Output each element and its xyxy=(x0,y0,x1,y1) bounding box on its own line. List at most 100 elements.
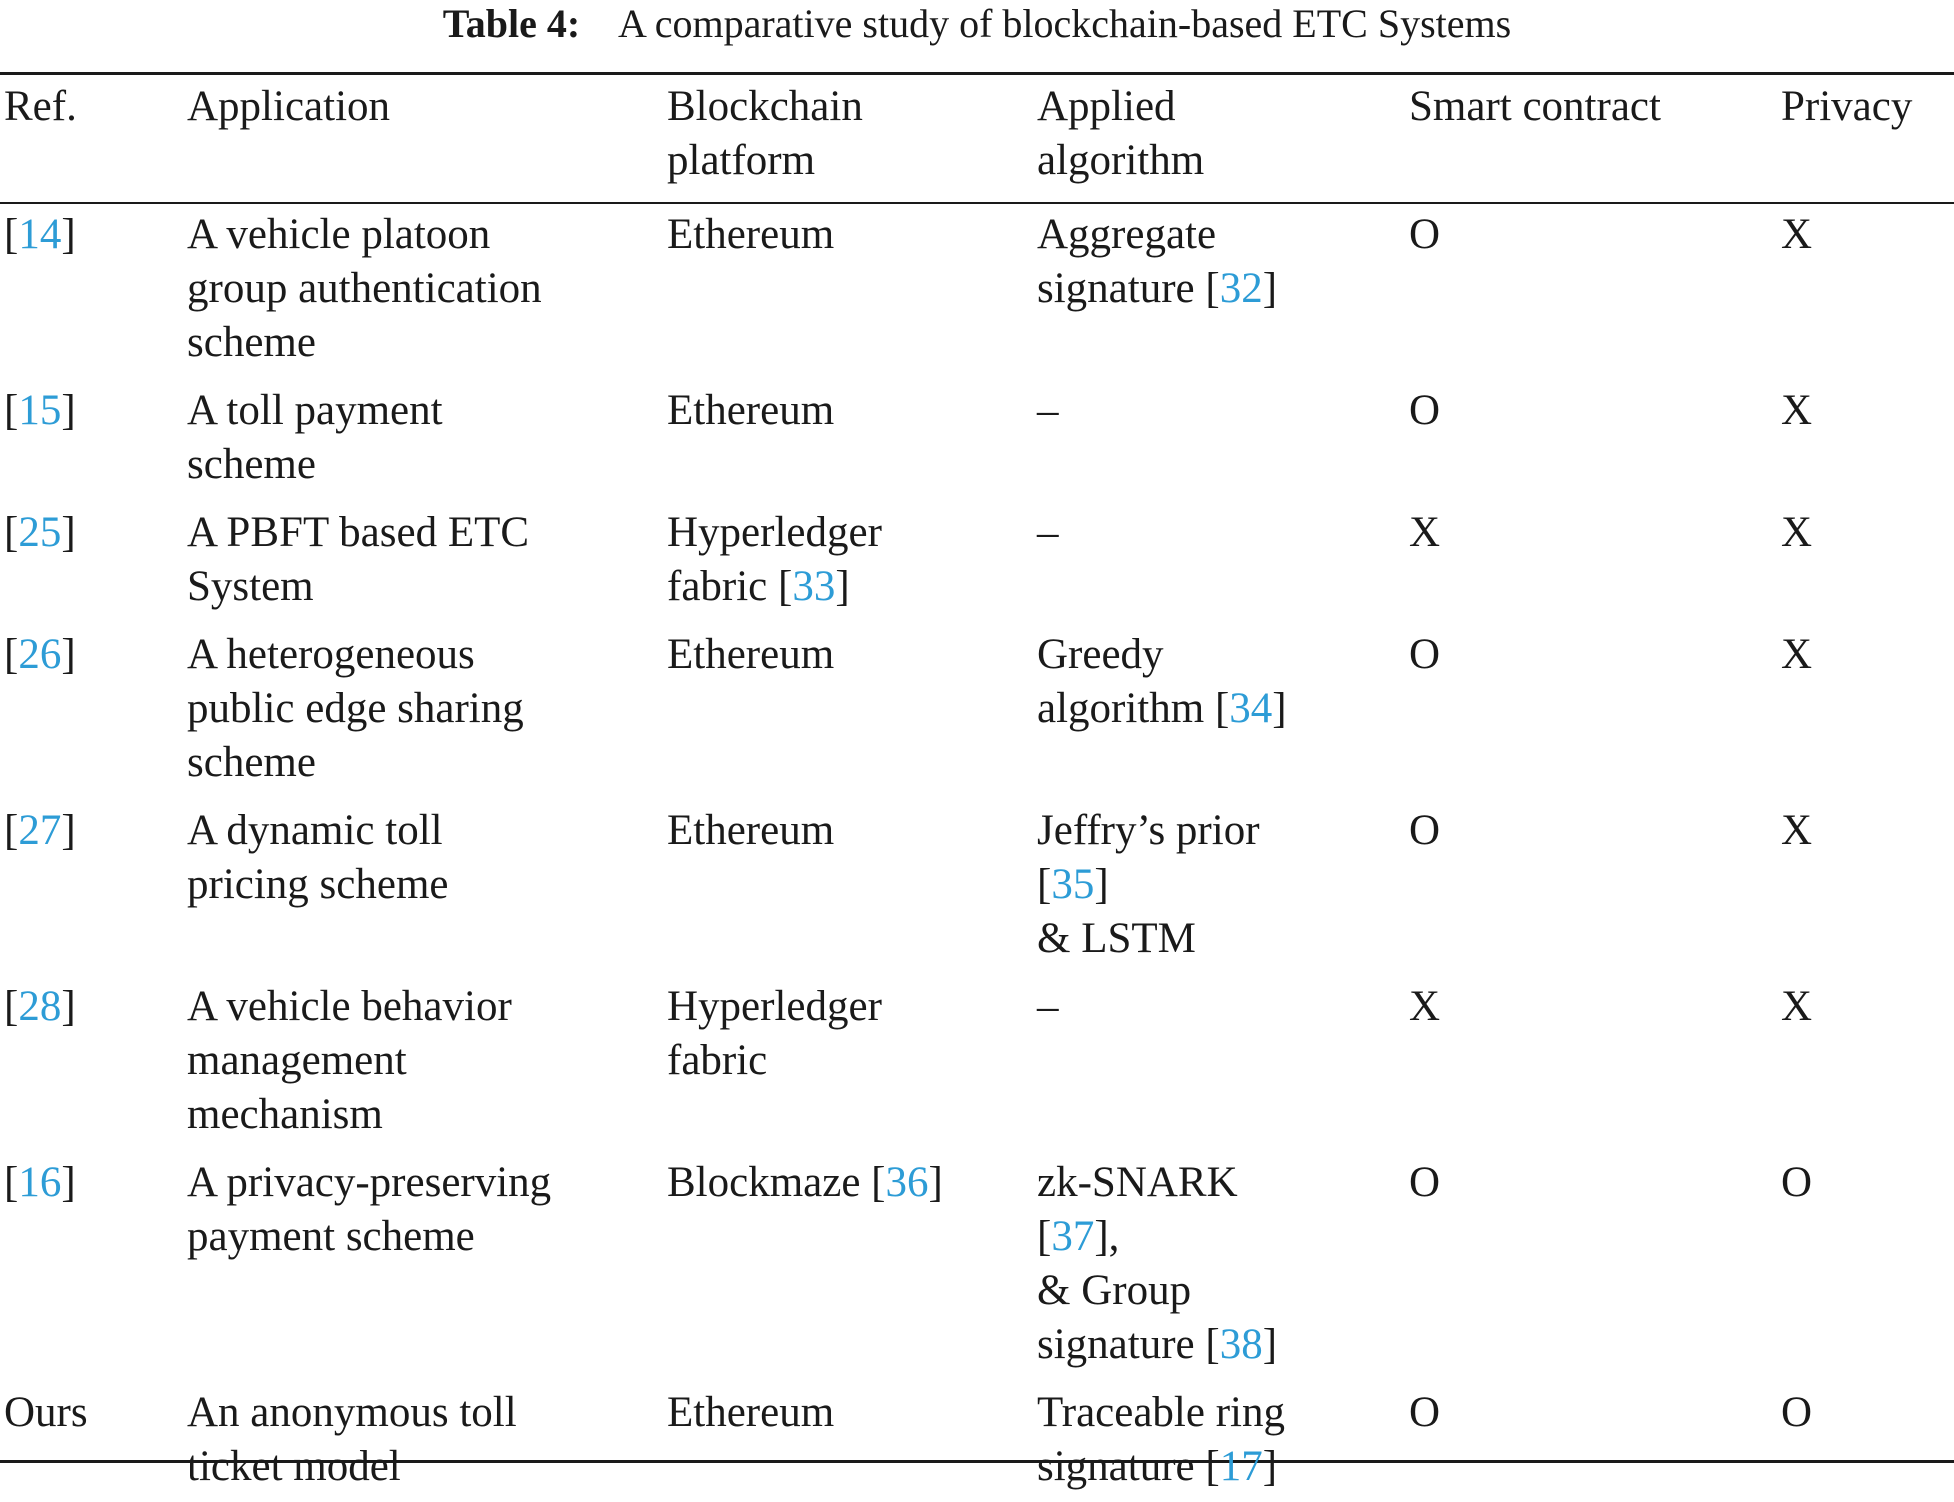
algorithm-line: Aggregate xyxy=(1037,208,1409,262)
blockchain-line-text: Ethereum xyxy=(667,1389,835,1436)
cell-smart-contract: X xyxy=(1409,509,1441,556)
header-rule xyxy=(0,202,1954,204)
blockchain-line: Ethereum xyxy=(667,804,1037,858)
header-algorithm: Applied algorithm xyxy=(1037,80,1409,202)
citation-link[interactable]: 37 xyxy=(1051,1213,1095,1260)
ref-bracket-open: [ xyxy=(4,631,19,678)
cell-blockchain: Ethereum xyxy=(667,1380,1037,1502)
application-line: An anonymous toll xyxy=(187,1389,517,1436)
cell-privacy: O xyxy=(1781,1389,1813,1436)
citation-link[interactable]: 33 xyxy=(792,563,836,610)
algorithm-line: Jeffry’s prior xyxy=(1037,804,1409,858)
cell-algorithm: – xyxy=(1037,500,1409,622)
application-line: A vehicle behavior xyxy=(187,983,512,1030)
citation-link[interactable]: 34 xyxy=(1229,685,1273,732)
cell-blockchain: Blockmaze [36] xyxy=(667,1150,1037,1380)
cell-privacy: X xyxy=(1781,387,1813,434)
algorithm-line-text: signature [ xyxy=(1037,1321,1220,1368)
cell-privacy: X xyxy=(1781,631,1813,678)
application-line: System xyxy=(187,563,314,610)
bottom-rule xyxy=(0,1460,1954,1463)
cell-ref: [26] xyxy=(4,622,187,798)
algorithm-line-after: ] xyxy=(1272,685,1287,732)
table-header: Ref. Application Blockchain platform App… xyxy=(4,80,1954,202)
cell-ref: Ours xyxy=(4,1380,187,1502)
blockchain-line-text: Ethereum xyxy=(667,211,835,258)
blockchain-line: fabric [33] xyxy=(667,560,1037,614)
application-line: ticket model xyxy=(187,1443,401,1490)
application-line: A heterogeneous xyxy=(187,631,475,678)
ref-bracket-open: [ xyxy=(4,807,19,854)
blockchain-line: Ethereum xyxy=(667,628,1037,682)
citation-link[interactable]: 14 xyxy=(18,211,62,258)
cell-algorithm: Greedy algorithm [34] xyxy=(1037,622,1409,798)
cell-blockchain: Ethereum xyxy=(667,378,1037,500)
algorithm-line: signature [38] xyxy=(1037,1318,1409,1372)
citation-link[interactable]: 16 xyxy=(18,1159,62,1206)
application-line: A PBFT based ETC xyxy=(187,509,530,556)
algorithm-line-text: algorithm [ xyxy=(1037,685,1230,732)
cell-ref: [28] xyxy=(4,974,187,1150)
algorithm-line: [35] xyxy=(1037,858,1409,912)
blockchain-line: Hyperledger xyxy=(667,980,1037,1034)
algorithm-line-text: Jeffry’s prior xyxy=(1037,807,1260,854)
citation-link[interactable]: 25 xyxy=(18,509,62,556)
ref-bracket-close: ] xyxy=(61,807,76,854)
header-algorithm-line: algorithm xyxy=(1037,137,1205,184)
cell-smart-contract: O xyxy=(1409,211,1441,258)
blockchain-line-after: ] xyxy=(928,1159,943,1206)
citation-link[interactable]: 27 xyxy=(18,807,62,854)
citation-link[interactable]: 15 xyxy=(18,387,62,434)
blockchain-line-text: Ethereum xyxy=(667,631,835,678)
cell-blockchain: Ethereum xyxy=(667,622,1037,798)
blockchain-line-text: Hyperledger xyxy=(667,509,882,556)
cell-blockchain: Ethereum xyxy=(667,798,1037,974)
ref-bracket-close: ] xyxy=(61,387,76,434)
application-line: public edge sharing xyxy=(187,685,524,732)
header-application: Application xyxy=(187,83,391,130)
application-line: management xyxy=(187,1037,407,1084)
citation-link[interactable]: 36 xyxy=(885,1159,929,1206)
citation-link[interactable]: 35 xyxy=(1051,861,1095,908)
algorithm-line-text: – xyxy=(1037,387,1059,434)
algorithm-line-text: – xyxy=(1037,983,1059,1030)
algorithm-line-text: Greedy xyxy=(1037,631,1164,678)
ref-bracket-close: ] xyxy=(61,211,76,258)
algorithm-line-text: [ xyxy=(1037,1213,1052,1260)
algorithm-line: zk-SNARK xyxy=(1037,1156,1409,1210)
cell-smart-contract: O xyxy=(1409,1159,1441,1206)
table-caption-text: A comparative study of blockchain-based … xyxy=(618,1,1512,46)
cell-algorithm: – xyxy=(1037,974,1409,1150)
blockchain-line-text: Ethereum xyxy=(667,387,835,434)
cell-application: An anonymous toll ticket model xyxy=(187,1380,667,1502)
citation-link[interactable]: 28 xyxy=(18,983,62,1030)
blockchain-line-after: ] xyxy=(835,563,850,610)
cell-application: A PBFT based ETC System xyxy=(187,500,667,622)
table-caption: Table 4: A comparative study of blockcha… xyxy=(0,0,1954,48)
cell-smart-contract: O xyxy=(1409,1389,1441,1436)
citation-link[interactable]: 32 xyxy=(1219,265,1263,312)
algorithm-line-text: [ xyxy=(1037,861,1052,908)
cell-smart-contract: O xyxy=(1409,631,1441,678)
algorithm-line: Greedy xyxy=(1037,628,1409,682)
citation-link[interactable]: 38 xyxy=(1219,1321,1263,1368)
blockchain-line: Blockmaze [36] xyxy=(667,1156,1037,1210)
comparison-table: Ref. Application Blockchain platform App… xyxy=(4,80,1954,1502)
ref-bracket-close: ] xyxy=(61,509,76,556)
ref-bracket-open: [ xyxy=(4,509,19,556)
header-smart-contract: Smart contract xyxy=(1409,83,1661,130)
cell-ref: [27] xyxy=(4,798,187,974)
citation-link[interactable]: 26 xyxy=(18,631,62,678)
